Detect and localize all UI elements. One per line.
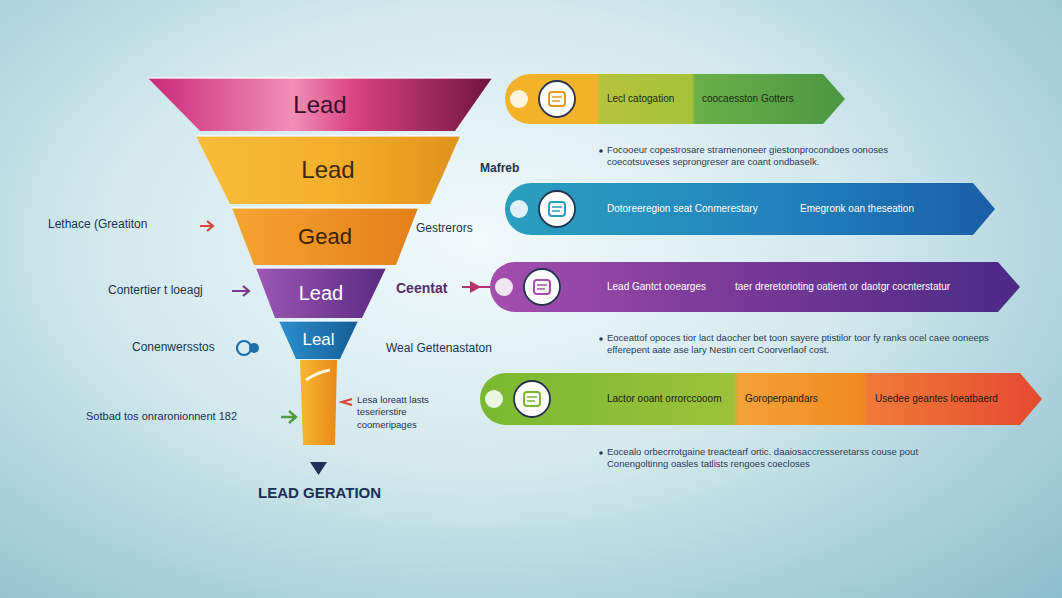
ribbon-icon: [524, 269, 560, 305]
ribbon-text: Lactor ooant orrorccooom: [607, 393, 722, 405]
ribbon-icon-glyph: [527, 397, 537, 401]
bullet: [599, 337, 603, 341]
ribbon-text: Lecl catogation: [607, 93, 674, 105]
band-edge: [256, 267, 386, 269]
side-label: Lesa loreatt lasts teserierstire coomeri…: [357, 394, 452, 431]
leader-icon: [470, 281, 481, 293]
note-text: Eoceattof opoces tior lact daocher bet t…: [607, 332, 1027, 357]
band-edge: [232, 207, 418, 209]
ribbon-icon: [539, 81, 575, 117]
ribbon-text: coocaesston Gotters: [702, 93, 794, 105]
funnel-band: Lead: [196, 136, 460, 204]
arrow-icon: [200, 221, 213, 231]
funnel-band: Leal: [279, 321, 358, 359]
ribbon-icon-glyph: [537, 285, 547, 289]
ribbon-fill: [505, 74, 845, 124]
band-label: Gead: [298, 224, 352, 249]
band-label: Lead: [293, 91, 346, 119]
ribbon-banner: Dotoreeregion seat Conmerestary Emegronk …: [505, 183, 995, 235]
band-fill: [232, 208, 418, 265]
note-text: Eocealo orbecrrotgaine treactearf ortic.…: [607, 446, 927, 471]
band-label: Lead: [301, 156, 354, 184]
side-label: Lethace (Greatiton: [48, 217, 147, 233]
side-label: Gestrerors: [416, 221, 473, 237]
band-label: Leal: [302, 330, 334, 350]
ribbon-text: Usedee geantes loeatbaerd: [875, 393, 998, 405]
band-edge: [148, 77, 492, 79]
side-label: Contertier t loeagj: [108, 283, 203, 299]
ribbon-banner: Lactor ooant orrorccooom Goroperpandars Us…: [480, 373, 1042, 425]
down-triangle: [310, 462, 327, 475]
note-text: Focooeur copestrosare strarnenoneer gies…: [607, 144, 927, 169]
ribbon-fill: [505, 183, 995, 235]
ribbon-fill: [480, 373, 1042, 425]
ring-icon: [237, 341, 251, 355]
ribbon-text: taer dreretorioting oatient or daotgr co…: [735, 281, 950, 293]
ribbon-fill: [490, 262, 1020, 312]
ribbon-icon-glyph: [549, 202, 565, 216]
band-fill: [256, 268, 386, 318]
ribbon-tab: [485, 390, 503, 408]
band-label: Lead: [299, 282, 344, 305]
funnel-band: Lead: [256, 268, 386, 318]
ribbon-icon: [539, 191, 575, 227]
ribbon-text: Goroperpandars: [745, 393, 818, 405]
dot-icon: [249, 343, 259, 353]
side-label: Weal Gettenastaton: [386, 341, 492, 357]
side-label: Mafreb: [480, 161, 519, 177]
band-fill: [148, 78, 492, 131]
ribbon-text: Emegronk oan theseation: [800, 203, 914, 215]
ribbon-shape: [505, 74, 845, 124]
side-label: Conenwersstos: [132, 340, 215, 356]
ribbon-icon: [514, 381, 550, 417]
ribbon-icon-glyph: [552, 207, 562, 211]
arrow-icon: [342, 399, 352, 405]
ribbon-tab: [495, 278, 513, 296]
ribbon-tab: [510, 200, 528, 218]
funnel-band: Gead: [232, 208, 418, 265]
ribbon-icon-glyph: [524, 392, 540, 406]
ribbon-banner: Lecl catogation coocaesston Gotters: [505, 74, 845, 124]
arrow-icon: [232, 286, 249, 296]
bullet: [599, 149, 603, 153]
ribbon-banner: Lead Gantct ooearges taer dreretorioting …: [490, 262, 1020, 312]
bullet: [599, 451, 603, 455]
ribbon-text: Dotoreeregion seat Conmerestary: [607, 203, 758, 215]
arrow-icon: [281, 411, 296, 423]
band-edge: [279, 320, 358, 322]
side-label: Sotbad tos onraronionnent 182: [86, 409, 237, 423]
ribbon-tab: [510, 90, 528, 108]
band-fill: [279, 321, 358, 359]
band-edge: [196, 135, 460, 137]
funnel-caption: LEAD GERATION: [258, 483, 381, 503]
funnel-band: Lead: [148, 78, 492, 131]
ribbon-icon-glyph: [549, 92, 565, 106]
funnel-spout: [300, 360, 337, 445]
ribbon-icon-glyph: [552, 97, 562, 101]
ribbon-icon-glyph: [534, 280, 550, 294]
spout-highlight: [306, 370, 330, 380]
ribbon-text: Lead Gantct ooearges: [607, 281, 706, 293]
band-fill: [196, 136, 460, 204]
side-label: Ceentat: [396, 279, 447, 297]
